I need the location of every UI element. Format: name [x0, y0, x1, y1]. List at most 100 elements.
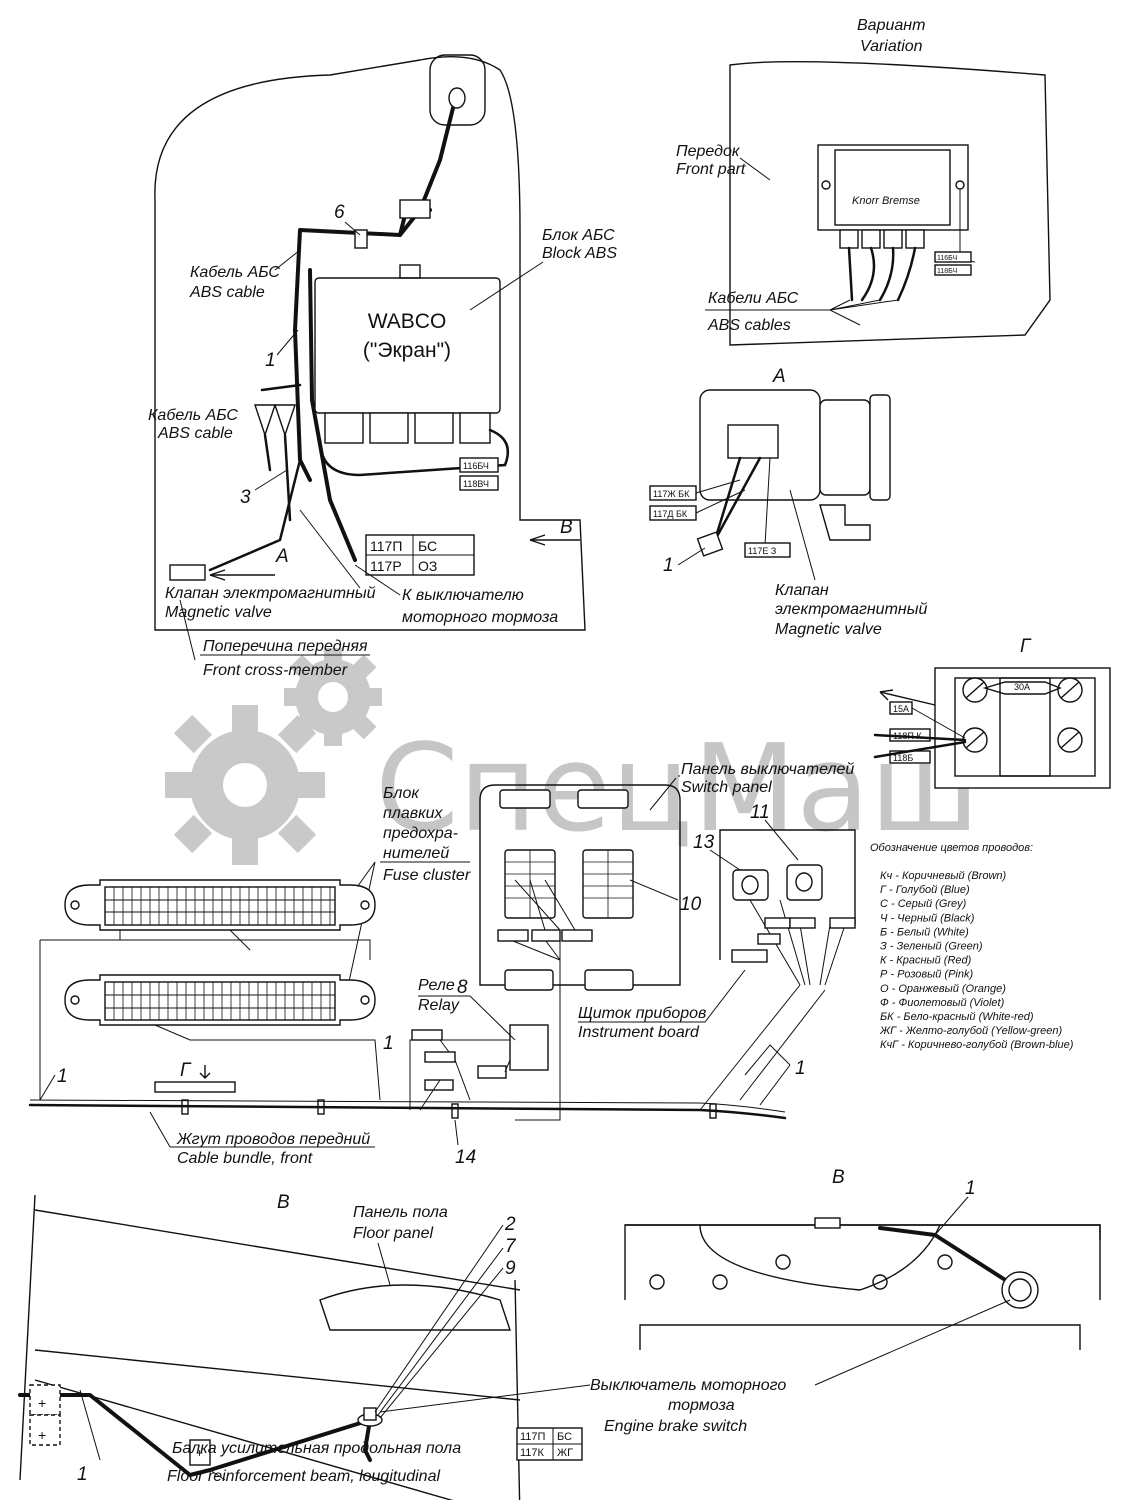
wire-table-bottom: 117П БС 117К ЖГ: [516, 1427, 583, 1461]
front-part-en: Front part: [676, 161, 746, 178]
callout-1-floor: 1: [77, 1464, 88, 1485]
magnetic-valve-ru: Клапан электромагнитный: [165, 585, 376, 602]
floor-beam-en: Floor reinforcement beam, lougitudinal: [167, 1468, 440, 1485]
front-part-outline: [729, 60, 1051, 346]
wire-tag-text: 116БЧ: [463, 461, 489, 471]
floor-panel-en: Floor panel: [353, 1225, 433, 1242]
svg-text:30А: 30А: [1014, 682, 1030, 692]
callout-1-a: 1: [663, 555, 674, 576]
svg-text:117Р: 117Р: [370, 558, 402, 574]
legend-item: К - Красный (Red): [880, 955, 972, 967]
svg-text:ОЗ: ОЗ: [418, 558, 437, 574]
relay: [409, 1024, 549, 1111]
wabco-subtitle: ("Экран"): [363, 339, 451, 362]
callout-6: 6: [334, 202, 345, 223]
svg-text:116БЧ: 116БЧ: [937, 255, 957, 262]
callout-8: 8: [457, 977, 468, 998]
wabco-assembly: WABCO ("Экран") 116БЧ 118ВЧ 117П: [148, 54, 617, 679]
callout-3: 3: [240, 487, 251, 508]
variation-knorr: Вариант Variation Передок Front part Kno…: [676, 17, 1051, 346]
knorr-connectors: [839, 229, 925, 249]
floor-cutout: [319, 1284, 511, 1331]
legend-item: БК - Бело-красный (White-red): [880, 1011, 1034, 1023]
svg-text:+: +: [196, 1446, 203, 1460]
gear-icon: [165, 705, 325, 865]
wire-tag: [459, 475, 499, 491]
view-g-marker: Г: [180, 1060, 192, 1081]
fuse-cluster-line4: нителей: [383, 845, 449, 862]
engine-brake-to-line1: К выключателю: [402, 587, 524, 604]
front-cross-member-ru: Поперечина передняя: [203, 638, 368, 655]
view-v-title-right: В: [832, 1167, 845, 1188]
engine-brake-switch-en: Engine brake switch: [604, 1418, 747, 1435]
floor-panel-ru: Панель пола: [353, 1204, 448, 1221]
wabco-title: WABCO: [368, 310, 447, 333]
view-v-switch: В 1 Выключатель моторного тормоза Engine…: [379, 1167, 1101, 1435]
abs-cables-ru: Кабели АБС: [708, 290, 799, 307]
legend-item: Б - Белый (White): [880, 926, 969, 938]
abs-cable-left-en: ABS cable: [157, 425, 233, 442]
engine-brake-switch-line2: тормоза: [668, 1397, 735, 1414]
legend-item: ЖГ - Желто-голубой (Yellow-green): [879, 1025, 1062, 1037]
callout-10: 10: [680, 894, 702, 915]
engine-brake-switch: [1001, 1271, 1039, 1309]
relay-en: Relay: [418, 997, 460, 1014]
abs-block-connectors: [324, 412, 491, 444]
magnetic-valve-a-line1: Клапан: [775, 582, 829, 599]
callout-13: 13: [693, 832, 715, 853]
view-a-valve: А 117Ж БК 117Д БК 117Е З 1 Клапан электр…: [649, 366, 927, 638]
wire-tag-text: 118ВЧ: [463, 479, 489, 489]
magnetic-valve-a-en: Magnetic valve: [775, 621, 882, 638]
view-v-title-left: В: [277, 1192, 290, 1213]
view-v-floor: В + + + Панель пола Floor panel 2 7 9 1 …: [18, 1192, 583, 1500]
legend-item: С - Серый (Grey): [880, 898, 967, 910]
fuse-block-lower: [64, 974, 376, 1026]
svg-text:118Б: 118Б: [893, 753, 913, 763]
callout-1-v: 1: [965, 1178, 976, 1199]
switch-panel-ru: Панель выключателей: [681, 761, 854, 778]
abs-cable-connectors: [254, 383, 302, 522]
abs-cable-top-en: ABS cable: [189, 284, 265, 301]
legend-item: КчГ - Коричнево-голубой (Brown-blue): [880, 1039, 1074, 1051]
wire-tag: [459, 457, 499, 473]
legend-item: Ф - Фиолетовый (Violet): [880, 997, 1005, 1009]
middle-assembly: Блок плавких предохра- нителей Fuse clus…: [28, 761, 1074, 1168]
view-g-fuse: Г 30А 15А 118П К 118Б: [873, 636, 1111, 789]
instrument-board-en: Instrument board: [578, 1024, 700, 1041]
fuse-block-upper: [64, 879, 376, 931]
engine-brake-to-line2: моторного тормоза: [402, 609, 558, 626]
abs-cable-top-ru: Кабель АБС: [190, 264, 280, 281]
view-v-marker: В: [560, 517, 573, 538]
legend-item: Г - Голубой (Blue): [880, 884, 970, 896]
legend-item: Кч - Коричневый (Brown): [880, 870, 1007, 882]
magnetic-valve-a-line2: электромагнитный: [775, 601, 927, 618]
svg-text:+: +: [38, 1395, 46, 1411]
gear-icon: [284, 648, 382, 746]
instrument-board-ru: Щиток приборов: [578, 1005, 706, 1022]
svg-text:БС: БС: [557, 1431, 572, 1443]
legend-item: Ч - Черный (Black): [880, 912, 975, 924]
callout-2: 2: [504, 1214, 516, 1235]
callout-14: 14: [455, 1147, 476, 1168]
callout-1-mid: 1: [383, 1033, 394, 1054]
clip: [399, 199, 431, 219]
svg-text:+: +: [38, 1427, 46, 1443]
relay-ru: Реле: [418, 977, 455, 994]
cable-bundle-ru: Жгут проводов передний: [176, 1131, 370, 1148]
svg-text:15А: 15А: [893, 704, 909, 714]
magnetic-valve: [169, 564, 206, 581]
switch-panel: [479, 784, 681, 1121]
cabin-outline: [154, 56, 586, 631]
clip-6: [354, 229, 368, 249]
beam-clip: [189, 1439, 211, 1466]
variation-en: Variation: [860, 38, 923, 55]
relay-body: [509, 1024, 549, 1071]
block-abs-label-en: Block ABS: [542, 245, 617, 262]
abs-cable-left-ru: Кабель АБС: [148, 407, 238, 424]
fuse-cluster-line2: плавких: [383, 805, 444, 822]
abs-cables-en: ABS cables: [707, 317, 791, 334]
callout-1-left: 1: [57, 1066, 68, 1087]
fuse-cluster-line1: Блок: [383, 785, 420, 802]
svg-text:117П: 117П: [520, 1431, 546, 1443]
view-g-title: Г: [1020, 636, 1032, 657]
